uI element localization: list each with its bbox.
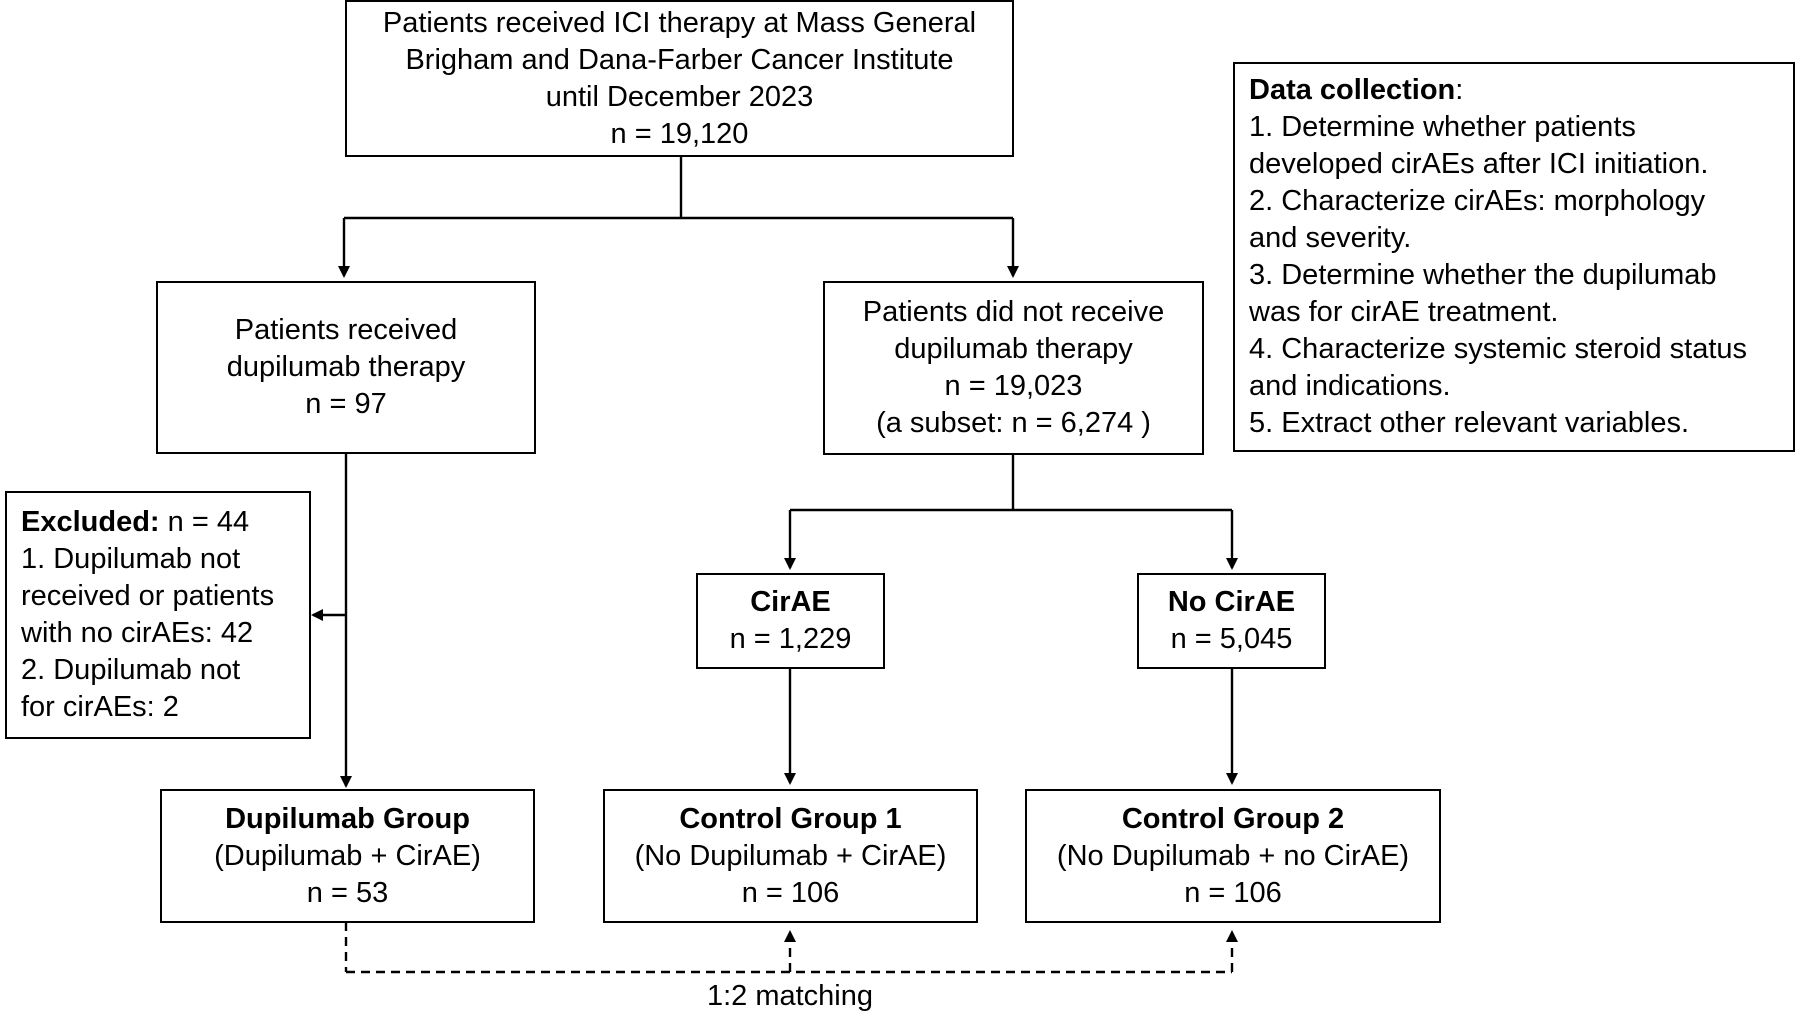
dupilumab-group-title: Dupilumab Group: [225, 802, 470, 835]
ici-line-3: until December 2023: [545, 80, 814, 113]
dupilumab-received-line-2: dupilumab therapy: [226, 351, 466, 383]
control-group-1-subtitle: (No Dupilumab + CirAE): [634, 839, 947, 872]
no-cirae-title: No CirAE: [1167, 586, 1296, 618]
data-collection-heading-colon: :: [1455, 74, 1464, 106]
no-dupilumab-count: n = 19,023: [944, 370, 1083, 402]
dupilumab-group-box: Dupilumab Group (Dupilumab + CirAE) n = …: [160, 789, 535, 923]
data-collection-line-2: developed cirAEs after ICI initiation.: [1249, 148, 1709, 180]
data-collection-line-7: 4. Characterize systemic steroid status: [1249, 333, 1748, 365]
ici-patients-box: Patients received ICI therapy at Mass Ge…: [345, 0, 1014, 157]
excluded-line-2: received or patients: [21, 580, 275, 612]
no-dupilumab-line-1: Patients did not receive: [862, 296, 1165, 328]
control-group-2-count: n = 106: [1184, 876, 1282, 909]
dupilumab-received-box: Patients received dupilumab therapy n = …: [156, 281, 536, 454]
dupilumab-received-count: n = 97: [305, 388, 387, 420]
ici-count: n = 19,120: [610, 117, 749, 150]
data-collection-line-6: was for cirAE treatment.: [1249, 296, 1559, 328]
excluded-heading: Excluded:: [21, 506, 160, 538]
data-collection-line-9: 5. Extract other relevant variables.: [1249, 407, 1690, 439]
data-collection-line-3: 2. Characterize cirAEs: morphology: [1249, 185, 1706, 217]
no-cirae-count: n = 5,045: [1170, 623, 1293, 655]
no-cirae-box: No CirAE n = 5,045: [1137, 573, 1326, 669]
data-collection-heading-line: Data collection:: [1249, 72, 1463, 109]
ici-line-2: Brigham and Dana-Farber Cancer Institute: [405, 43, 954, 76]
ici-line-1: Patients received ICI therapy at Mass Ge…: [382, 6, 977, 39]
no-dupilumab-line-2: dupilumab therapy: [894, 333, 1133, 365]
data-collection-box: Data collection: 1. Determine whether pa…: [1233, 62, 1795, 452]
dupilumab-group-subtitle: (Dupilumab + CirAE): [214, 839, 481, 872]
control-group-1-count: n = 106: [741, 876, 840, 909]
cirae-title: CirAE: [750, 586, 831, 618]
dupilumab-received-line-1: Patients received: [234, 314, 458, 346]
data-collection-line-1: 1. Determine whether patients: [1249, 111, 1636, 143]
data-collection-line-4: and severity.: [1249, 222, 1412, 254]
cirae-count: n = 1,229: [729, 623, 852, 655]
excluded-line-5: for cirAEs: 2: [21, 691, 179, 723]
excluded-line-4: 2. Dupilumab not: [21, 654, 241, 686]
data-collection-line-5: 3. Determine whether the dupilumab: [1249, 259, 1717, 291]
matching-label: 1:2 matching: [706, 980, 874, 1012]
excluded-line-1: 1. Dupilumab not: [21, 543, 241, 575]
control-group-2-title: Control Group 2: [1121, 802, 1345, 835]
control-group-1-box: Control Group 1 (No Dupilumab + CirAE) n…: [603, 789, 978, 923]
data-collection-heading: Data collection: [1249, 74, 1456, 106]
excluded-box: Excluded: n = 44 1. Dupilumab not receiv…: [5, 491, 311, 739]
no-dupilumab-subset: (a subset: n = 6,274 ): [876, 407, 1151, 439]
data-collection-line-8: and indications.: [1249, 370, 1451, 402]
no-dupilumab-box: Patients did not receive dupilumab thera…: [823, 281, 1204, 455]
excluded-heading-line: Excluded: n = 44: [21, 504, 249, 541]
excluded-line-3: with no cirAEs: 42: [21, 617, 254, 649]
control-group-2-box: Control Group 2 (No Dupilumab + no CirAE…: [1025, 789, 1441, 923]
dupilumab-group-count: n = 53: [306, 876, 389, 909]
cirae-box: CirAE n = 1,229: [696, 573, 885, 669]
control-group-2-subtitle: (No Dupilumab + no CirAE): [1056, 839, 1410, 872]
excluded-count: n = 44: [159, 506, 250, 538]
control-group-1-title: Control Group 1: [679, 802, 902, 835]
